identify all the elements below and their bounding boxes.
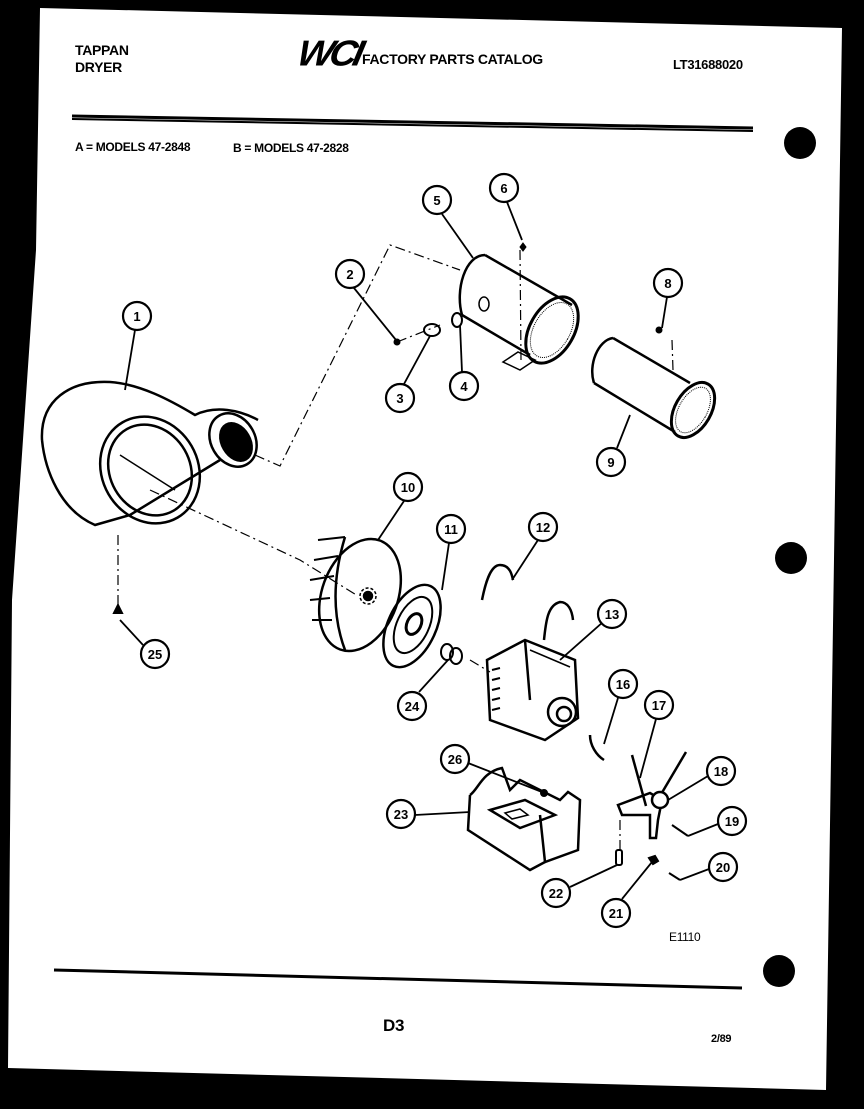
callout-circle xyxy=(607,668,639,700)
callout-circle xyxy=(421,184,453,216)
callout-5: 5 xyxy=(421,184,453,216)
callout-circle xyxy=(435,513,467,545)
callout-circle xyxy=(600,897,632,929)
callout-4: 4 xyxy=(448,370,480,402)
callout-number: 11 xyxy=(444,522,458,537)
callout-26: 26 xyxy=(439,743,471,775)
callout-3: 3 xyxy=(384,382,416,414)
callout-number: 17 xyxy=(652,698,666,713)
heater-housing-part xyxy=(458,253,580,371)
callout-17: 17 xyxy=(643,689,675,721)
callout-circle xyxy=(392,471,424,503)
callout-1: 1 xyxy=(121,300,153,332)
callout-number: 25 xyxy=(148,647,162,662)
callout-13: 13 xyxy=(596,598,628,630)
callout-number: 4 xyxy=(460,379,468,394)
callout-number: 9 xyxy=(607,455,614,470)
heater-element-part xyxy=(591,336,717,439)
callout-circle xyxy=(139,638,171,670)
callout-16: 16 xyxy=(607,668,639,700)
callout-9: 9 xyxy=(595,446,627,478)
models-b-label: B = MODELS 47-2828 xyxy=(233,141,349,155)
revision-date: 2/89 xyxy=(711,1033,732,1045)
footer-rule xyxy=(53,968,743,990)
switch-assembly-part xyxy=(616,751,688,840)
models-a-label: A = MODELS 47-2848 xyxy=(75,140,191,154)
callout-number: 23 xyxy=(394,807,408,822)
document-number: LT31688020 xyxy=(673,57,743,72)
assembly-lines xyxy=(117,244,674,850)
binder-hole-middle xyxy=(775,542,807,574)
header-rule xyxy=(71,114,754,132)
callout-circle xyxy=(488,172,520,204)
callout-number: 1 xyxy=(133,309,140,324)
callout-11: 11 xyxy=(435,513,467,545)
callout-20: 20 xyxy=(707,851,739,883)
callout-number: 13 xyxy=(605,607,619,622)
motor-clips xyxy=(480,563,575,641)
callout-circle xyxy=(540,877,572,909)
callout-24: 24 xyxy=(396,690,428,722)
callout-25: 25 xyxy=(139,638,171,670)
callout-22: 22 xyxy=(540,877,572,909)
callout-circle xyxy=(385,798,417,830)
callout-19: 19 xyxy=(716,805,748,837)
callout-circle xyxy=(527,511,559,543)
callout-18: 18 xyxy=(705,755,737,787)
callout-12: 12 xyxy=(527,511,559,543)
callout-circle xyxy=(596,598,628,630)
binder-hole-top xyxy=(784,127,816,159)
callout-number: 18 xyxy=(714,764,728,779)
figure-code: E1110 xyxy=(669,930,701,944)
callout-number: 2 xyxy=(346,267,353,282)
callout-number: 24 xyxy=(405,699,420,714)
wci-logo: WCI xyxy=(293,34,365,74)
callout-6: 6 xyxy=(488,172,520,204)
callout-2: 2 xyxy=(334,258,366,290)
pulley-part xyxy=(382,583,442,669)
wire-part xyxy=(588,734,605,762)
callout-number: 10 xyxy=(401,480,415,495)
fastener-parts xyxy=(393,242,663,346)
brand-line-1: TAPPAN xyxy=(75,42,129,58)
callout-circle xyxy=(705,755,737,787)
callout-circle xyxy=(707,851,739,883)
callout-number: 22 xyxy=(549,886,563,901)
callout-circle xyxy=(652,267,684,299)
callout-circle xyxy=(334,258,366,290)
callout-21: 21 xyxy=(600,897,632,929)
callout-8: 8 xyxy=(652,267,684,299)
callout-number: 12 xyxy=(536,520,550,535)
callout-circle xyxy=(439,743,471,775)
brand-line-2: DRYER xyxy=(75,59,122,75)
paper-sheet xyxy=(8,8,842,1090)
page-number: D3 xyxy=(383,1016,405,1035)
motor-part xyxy=(485,638,580,742)
callout-number: 5 xyxy=(433,193,440,208)
callout-circle xyxy=(643,689,675,721)
callout-circle xyxy=(121,300,153,332)
callout-number: 16 xyxy=(616,677,630,692)
callout-circle xyxy=(448,370,480,402)
callout-number: 21 xyxy=(609,906,623,921)
callout-circle xyxy=(595,446,627,478)
blower-housing-part xyxy=(40,380,259,527)
callout-number: 26 xyxy=(448,752,462,767)
callout-number: 8 xyxy=(664,276,671,291)
binder-hole-bottom xyxy=(763,955,795,987)
callout-number: 20 xyxy=(716,860,730,875)
callout-circle xyxy=(716,805,748,837)
callout-10: 10 xyxy=(392,471,424,503)
leader-lines xyxy=(119,201,719,900)
callout-number: 6 xyxy=(500,181,507,196)
callout-number: 19 xyxy=(725,814,739,829)
callout-circle xyxy=(384,382,416,414)
callout-23: 23 xyxy=(385,798,417,830)
brand-name: TAPPAN DRYER xyxy=(75,42,129,76)
callout-number: 3 xyxy=(396,391,403,406)
callout-circle xyxy=(396,690,428,722)
catalog-title: FACTORY PARTS CATALOG xyxy=(362,51,543,67)
